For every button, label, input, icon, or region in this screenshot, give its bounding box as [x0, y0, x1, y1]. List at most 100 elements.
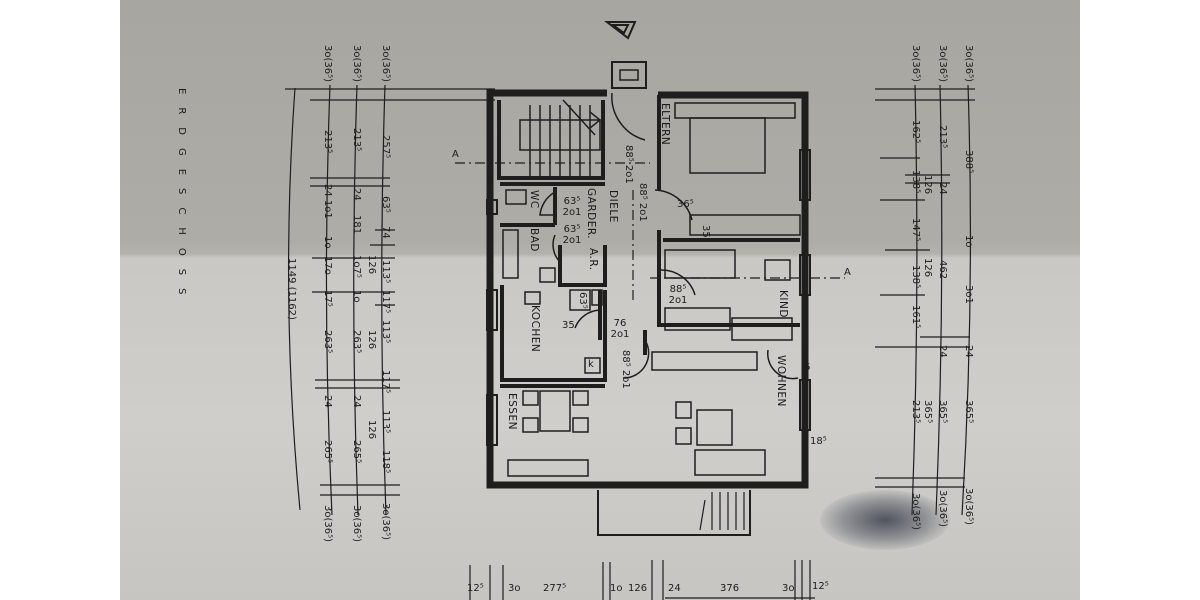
door-label-bad: 63⁵ 2o1 [562, 224, 582, 246]
door-label-entrance: 88⁵ 2o1 [623, 145, 634, 184]
dimension-label: 3o(36⁵) [937, 490, 948, 528]
floor-plan-drawing [285, 21, 975, 600]
dimension-label: 365⁵ [922, 400, 933, 424]
dimension-label: 1o [963, 235, 974, 248]
dimension-label: 24 [937, 345, 948, 358]
fixture-label-wohnen-a: 6 [804, 362, 811, 373]
dimension-label: 161⁵ [910, 305, 921, 329]
fixture-label-eltern-b: 35 [700, 225, 711, 238]
plan-title: ERDGESCHOSS [176, 88, 187, 308]
dimension-label: 462 [937, 260, 948, 280]
staircase [519, 99, 602, 178]
dimension-label: 365⁵ [963, 400, 974, 424]
dimension-label: 113⁵ [380, 320, 391, 344]
dimension-label: 113⁵ [380, 260, 391, 284]
dimension-label-bottom: 277⁵ [543, 583, 567, 594]
dimension-label: 126 [922, 258, 933, 278]
floor-plan-photo [120, 0, 1080, 600]
dimension-label: 162⁵ [910, 120, 921, 144]
dimension-label: 63⁵ [380, 196, 391, 213]
dimension-label-bottom: 24 [668, 583, 681, 594]
dimension-label-bottom: 3o [508, 583, 521, 594]
dimension-label: 1o [322, 236, 333, 249]
dimension-label: 213⁵ [910, 400, 921, 424]
dimension-label: 3o(36⁵) [963, 45, 974, 83]
dimension-label: 365⁵ [937, 400, 948, 424]
dimension-label: 3o(36⁵) [910, 45, 921, 83]
room-label-wohnen: WOHNEN [775, 355, 787, 407]
dimension-label: 117⁵ [380, 370, 391, 394]
dimension-label: 213⁵ [322, 130, 333, 154]
dimension-label: 3o1 [963, 285, 974, 304]
section-line [455, 162, 845, 300]
dimension-label: 24 [937, 182, 948, 195]
dimension-label-bottom: 1o [610, 583, 623, 594]
door-label-kochen: 76 2o1 [610, 318, 630, 340]
fixture-label-eltern-a: 36⁵ [677, 199, 694, 210]
dimension-label: 24 [351, 395, 362, 408]
dimension-label: 3o(36⁵) [937, 45, 948, 83]
door-swings [539, 92, 799, 380]
dimension-label: 24 [351, 188, 362, 201]
dimension-label-bottom: 12⁵ [467, 583, 484, 594]
dimension-label: 126 [366, 330, 377, 350]
dimension-label: 265⁵ [322, 440, 333, 464]
dimension-label: 181 [351, 215, 362, 235]
section-mark-a-right: A [844, 267, 851, 278]
dimension-label: 257⁵ [380, 135, 391, 159]
dimension-label: 3o(36⁵) [322, 505, 333, 543]
section-mark-a-left: A [452, 149, 459, 160]
dimension-label: 265⁵ [351, 440, 362, 464]
door-label-eltern: 88⁵ 2o1 [637, 183, 648, 222]
dimension-label: 3o(36⁵) [380, 503, 391, 541]
dimension-label-bottom: 12⁵ [812, 581, 829, 592]
dimension-label: 3o(36⁵) [963, 488, 974, 526]
fixture-label-kochen-a: 63⁵ [577, 292, 588, 309]
dimension-label: 24 [963, 345, 974, 358]
dimension-label: 24 1o1 [322, 184, 333, 219]
room-label-garder: GARDER. [585, 188, 597, 240]
door-label-wc: 63⁵ 2o1 [562, 196, 582, 218]
chimney [611, 61, 647, 89]
room-label-eltern: ELTERN [659, 103, 671, 146]
dimension-label: 213⁵ [351, 128, 362, 152]
north-arrow-icon [604, 21, 637, 40]
ink-smudge [820, 490, 950, 550]
fixture-label-wohnen-b: 18⁵ [810, 436, 827, 447]
dimension-label: 118⁵ [380, 450, 391, 474]
dimension-label: 263⁵ [351, 330, 362, 354]
dimension-label: 3o(36⁵) [380, 45, 391, 83]
dimension-label: 126 [366, 420, 377, 440]
dimension-label-bottom: 3o [782, 583, 795, 594]
room-label-diele: DIELE [607, 190, 619, 223]
outer-walls [486, 89, 809, 489]
dimension-label: 17o [322, 256, 333, 275]
dimension-label: 1o7⁵ [351, 255, 362, 278]
dimension-label: 3o(36⁵) [351, 45, 362, 83]
door-label-wohnen: 88⁵ 2o1 [620, 350, 631, 389]
dimension-label-bottom: 126 [628, 583, 648, 594]
dimension-label: 138⁵ [910, 170, 921, 194]
room-label-bad: BAD [528, 228, 540, 252]
dimension-label: 24 [322, 395, 333, 408]
dimension-label: 3o(36⁵) [910, 493, 921, 531]
fixture-label-kochen-k: k [588, 359, 594, 370]
dimension-label: 263⁵ [322, 330, 333, 354]
dimension-label: 113⁵ [380, 410, 391, 434]
balcony [597, 490, 751, 536]
dimension-label: 3o(36⁵) [322, 45, 333, 83]
dimension-label: 17⁵ [322, 290, 333, 307]
dimension-label: 138⁵ [910, 265, 921, 289]
inner-walls [497, 95, 800, 388]
room-label-ar: A.R. [587, 248, 599, 271]
dimension-label: 3o(36⁵) [351, 505, 362, 543]
dimension-label: 117⁵ [380, 290, 391, 314]
dimension-label: 126 [922, 175, 933, 195]
room-label-kochen: KOCHEN [529, 305, 541, 353]
dimension-label-bottom: 376 [720, 583, 740, 594]
room-label-kind: KIND [777, 290, 789, 318]
overall-dimension: 1149 (1162) [286, 258, 297, 320]
dimension-lines [285, 84, 975, 600]
dimension-label: 147⁵ [910, 218, 921, 242]
dimension-label: 1o [351, 290, 362, 303]
